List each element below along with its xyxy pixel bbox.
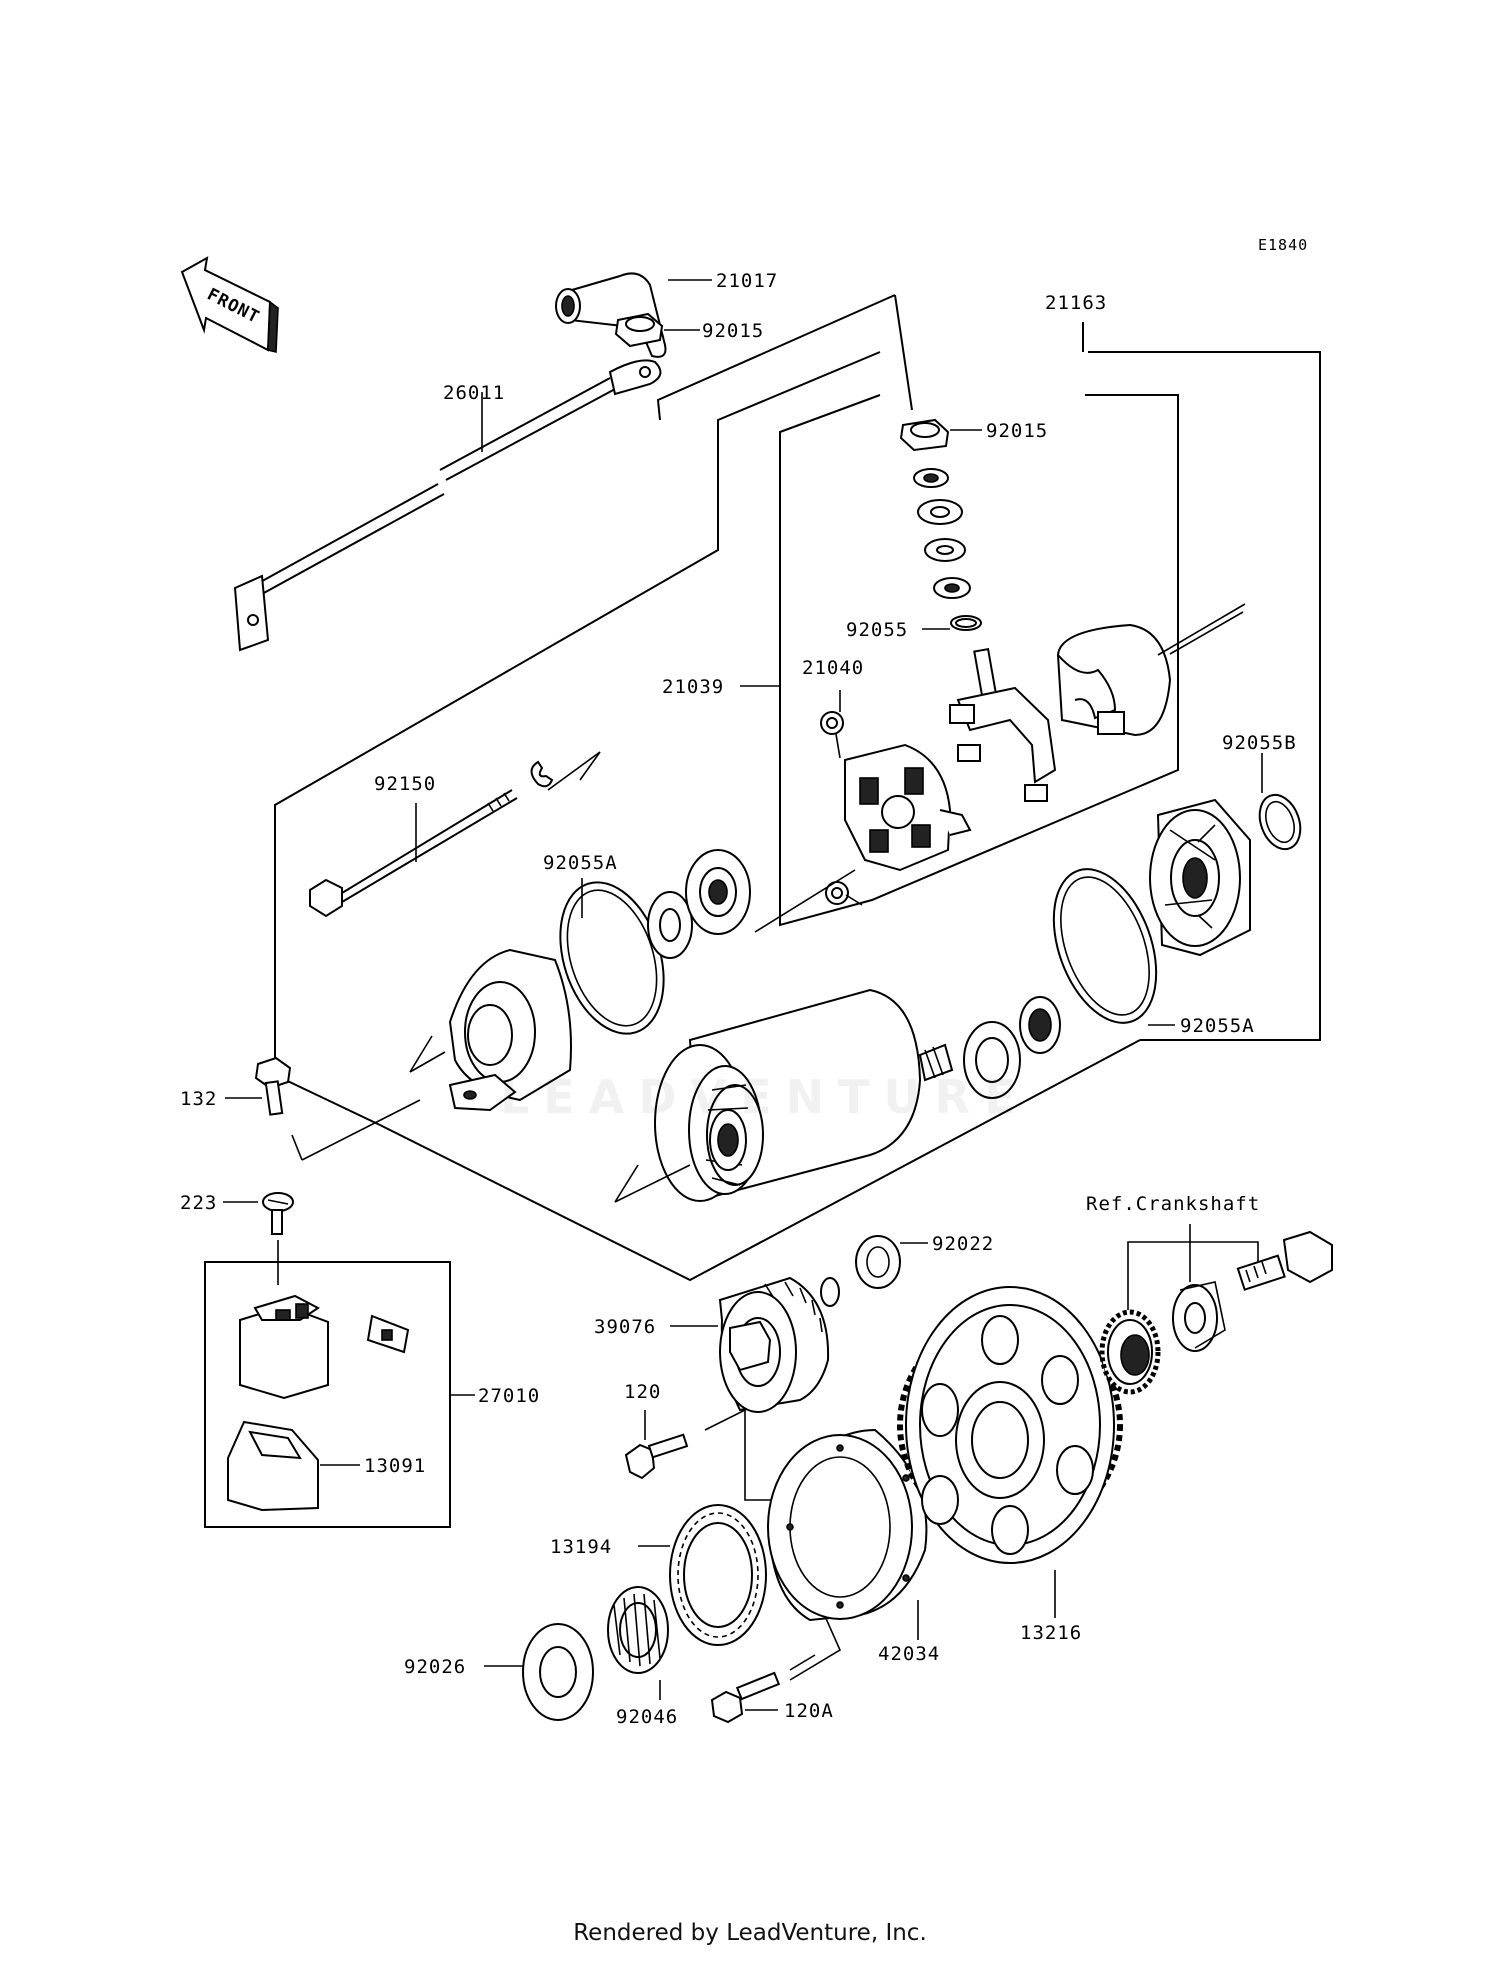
part-label-92055A-right: 92055A	[1180, 1015, 1255, 1037]
one-way-clutch-13194	[669, 1504, 767, 1646]
idle-gear-39076	[718, 1276, 840, 1413]
crankshaft-bolt	[1236, 1230, 1333, 1291]
brush-holder-plate	[949, 647, 1057, 802]
watermark: LEADVENTURE	[500, 1070, 1030, 1124]
washer-bearing-left	[647, 849, 751, 959]
assembly-outline-lines	[274, 294, 1321, 1681]
bolt-132	[254, 1056, 292, 1116]
part-label-92055A-left: 92055A	[543, 852, 618, 874]
part-label-13194: 13194	[550, 1536, 612, 1558]
c-clip-ring	[530, 760, 554, 788]
footer-credit: Rendered by LeadVenture, Inc.	[573, 1920, 927, 1946]
starter-front-cover	[448, 948, 572, 1112]
crankshaft-washer	[1172, 1281, 1226, 1352]
terminal-boot-21017	[555, 272, 667, 358]
part-label-223: 223	[180, 1192, 217, 1214]
nut-92015-top	[614, 312, 664, 348]
part-label-132: 132	[180, 1088, 217, 1110]
part-label-120A: 120A	[784, 1700, 834, 1722]
starter-cable-26011	[233, 359, 662, 652]
brush-holder	[844, 743, 972, 872]
starter-relay-27010	[239, 1294, 329, 1400]
part-label-13216: 13216	[1020, 1622, 1082, 1644]
o-ring-92055B	[1258, 793, 1302, 851]
relay-cover-13091	[227, 1420, 319, 1512]
part-label-92022: 92022	[932, 1233, 994, 1255]
part-label-92046: 92046	[616, 1706, 678, 1728]
fuse-icon	[366, 1314, 410, 1354]
yoke-end-cover	[1056, 623, 1172, 737]
part-label-39076: 39076	[594, 1316, 656, 1338]
end-cover-with-bearing	[1149, 798, 1251, 957]
bolt-120	[624, 1433, 689, 1480]
bolt-120A	[710, 1671, 781, 1724]
o-ring-92055A-right	[1052, 868, 1158, 1024]
part-label-92055B: 92055B	[1222, 732, 1297, 754]
part-label-26011: 26011	[443, 382, 505, 404]
part-label-21017: 21017	[716, 270, 778, 292]
bearing-oil-seal-right	[963, 996, 1061, 1099]
part-label-21040: 21040	[802, 657, 864, 679]
starter-clutch-42034	[767, 1428, 928, 1622]
part-label-92015: 92015	[986, 420, 1048, 442]
needle-bearing-92046	[607, 1586, 669, 1674]
front-arrow-icon: FRONT	[180, 256, 279, 354]
part-label-42034: 42034	[878, 1643, 940, 1665]
washer-92022	[855, 1235, 901, 1289]
reference-crankshaft: Ref.Crankshaft	[1086, 1193, 1260, 1215]
starter-gear-13216	[897, 1286, 1123, 1564]
part-label-21163: 21163	[1045, 292, 1107, 314]
part-label-92055: 92055	[846, 619, 908, 641]
nut-washer-stack	[899, 418, 982, 631]
crankshaft-gear	[1099, 1309, 1161, 1395]
part-label-13091: 13091	[364, 1455, 426, 1477]
starter-motor-armature	[654, 988, 954, 1202]
brush-spring-21040	[820, 711, 863, 906]
diagram-code: E1840	[1258, 236, 1308, 254]
part-label-92026: 92026	[404, 1656, 466, 1678]
part-label-21039: 21039	[662, 676, 724, 698]
part-label-27010: 27010	[478, 1385, 540, 1407]
part-label-92015-top: 92015	[702, 320, 764, 342]
part-label-92150: 92150	[374, 773, 436, 795]
part-label-120: 120	[624, 1381, 661, 1403]
through-bolt-92150	[309, 789, 518, 918]
screw-223	[262, 1192, 294, 1235]
